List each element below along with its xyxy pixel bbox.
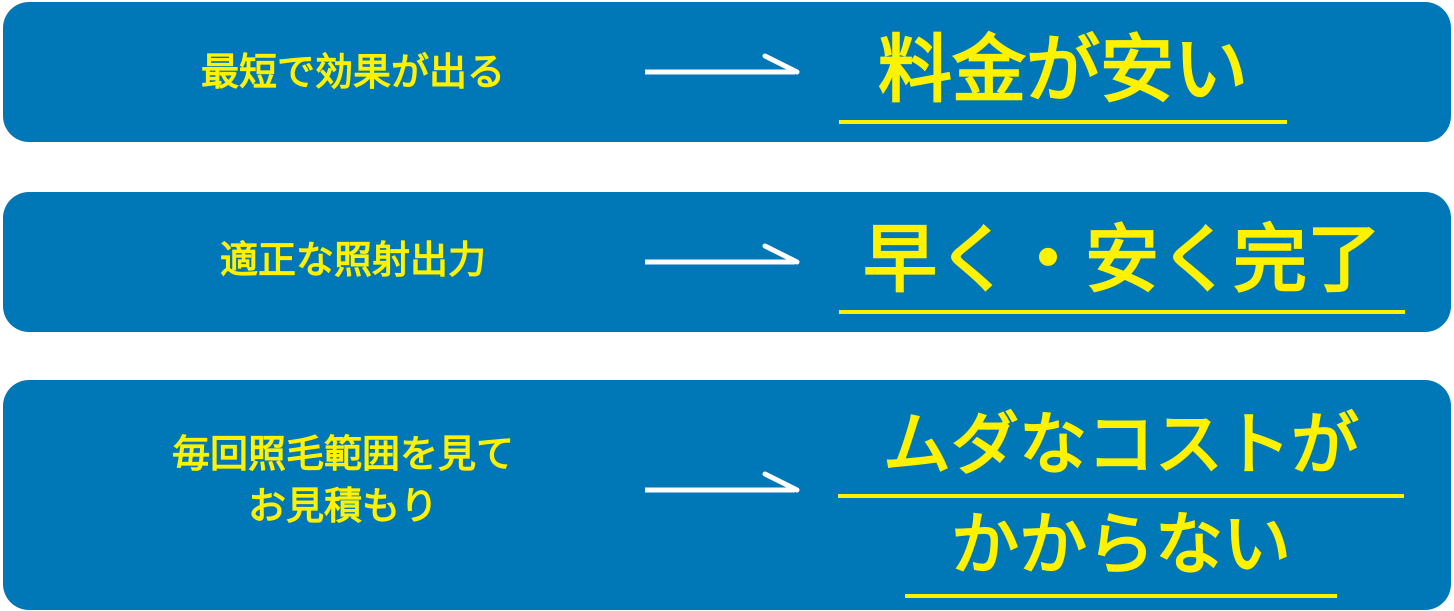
benefit-row-3: 毎回照毛範囲を見て お見積もり ムダなコストが かからない [3, 380, 1451, 610]
right-arrow-icon [643, 470, 803, 510]
effect-underline [839, 120, 1287, 124]
effect-line: 早く・安く完了 [863, 217, 1381, 303]
effect-underline [839, 310, 1405, 314]
cause-line: お見積もり [247, 484, 438, 528]
effect-underline [838, 494, 1404, 498]
effect-line: かからない [950, 506, 1291, 585]
effect-text: ムダなコストが かからない [838, 398, 1404, 598]
effect-underline [905, 594, 1337, 598]
right-arrow-icon [643, 242, 803, 282]
benefit-row-2: 適正な照射出力 早く・安く完了 [3, 192, 1451, 332]
cause-text: 毎回照毛範囲を見て お見積もり [63, 428, 623, 532]
right-arrow-icon [643, 52, 803, 92]
effect-text: 早く・安く完了 [838, 210, 1406, 314]
cause-line: 最短で効果が出る [200, 50, 505, 94]
effect-line: ムダなコストが [882, 406, 1359, 485]
cause-line: 毎回照毛範囲を見て [171, 432, 514, 476]
effect-text: 料金が安い [838, 20, 1288, 124]
cause-text: 最短で効果が出る [103, 46, 603, 98]
cause-text: 適正な照射出力 [123, 234, 583, 286]
benefit-row-1: 最短で効果が出る 料金が安い [3, 2, 1451, 142]
cause-line: 適正な照射出力 [219, 238, 486, 282]
effect-line: 料金が安い [878, 27, 1248, 113]
